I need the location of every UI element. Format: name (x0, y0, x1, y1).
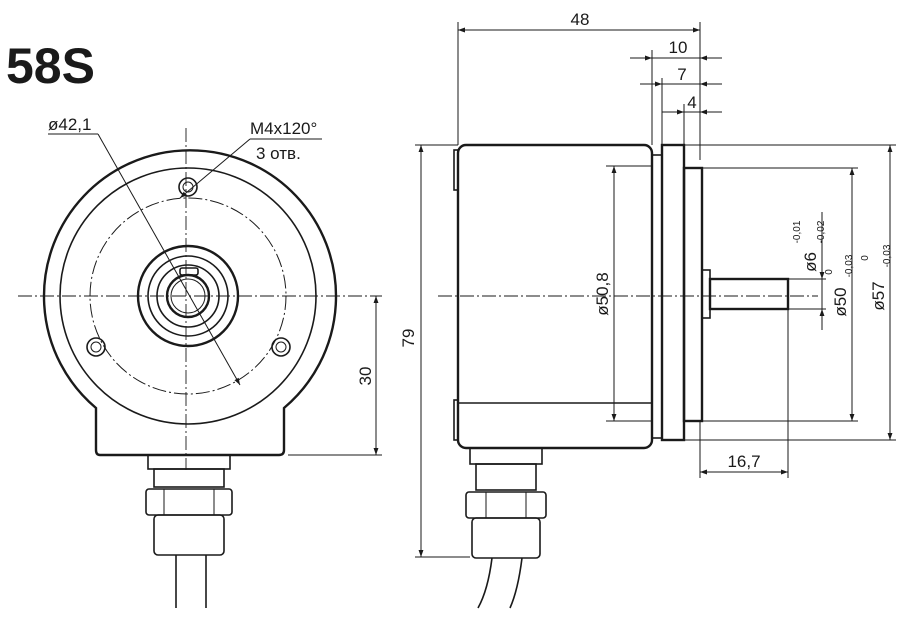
thread-label: M4x120° (250, 119, 317, 138)
shaft-length-label: 16,7 (727, 452, 760, 471)
mounting-hole-right (271, 337, 291, 357)
overall-length-label: 48 (571, 10, 590, 29)
spigot-depth-label: 4 (687, 93, 696, 112)
centering-spigot (682, 166, 704, 423)
flange-tol-lower: -0,03 (882, 244, 893, 267)
shaft-tol-lower: -0,02 (816, 220, 827, 243)
flange-step (651, 154, 663, 439)
body-clip-top (453, 149, 459, 191)
shaft-chamfer (170, 278, 206, 314)
cable-gland-front (145, 454, 233, 608)
body-clip-bottom (453, 399, 459, 441)
mounting-flange (660, 143, 686, 442)
mounting-hole-top (178, 177, 198, 197)
bolt-circle-label: ø42,1 (48, 115, 91, 134)
bolt-circle (89, 197, 287, 395)
spigot-tol-lower: -0,03 (844, 254, 855, 277)
total-height-label: 79 (399, 329, 418, 348)
shaft-tol-upper: -0,01 (792, 220, 803, 243)
thread-leader (179, 138, 251, 199)
hub-outer (136, 244, 240, 348)
shaft (708, 277, 790, 311)
flange-diameter-label: ø57 (869, 281, 888, 310)
cable-gland-side (465, 447, 547, 609)
hub-ring (147, 255, 229, 337)
model-title: 58S (6, 38, 95, 94)
hub-inner (156, 264, 220, 328)
front-view: ø42,1 M4x120° 3 отв. 30 (18, 115, 382, 608)
holes-label: 3 отв. (256, 144, 301, 163)
bolt-circle-dim-line (97, 133, 241, 386)
spigot-diameter-label: ø50 (831, 287, 850, 316)
flange-circle (59, 167, 317, 425)
side-view: 48 10 7 4 79 ø50,8 ø6 (399, 10, 896, 609)
shaft-diameter-label: ø6 (801, 252, 820, 272)
front-offset-label: 30 (356, 367, 375, 386)
body-diameter-label: ø50,8 (593, 272, 612, 315)
shaft-flat (179, 267, 199, 276)
spigot-tol-upper: 0 (824, 269, 835, 275)
flange-offset-label: 10 (669, 38, 688, 57)
housing-outline (42, 149, 338, 457)
flange-tol-upper: 0 (860, 255, 871, 261)
shaft-collar (701, 269, 711, 319)
mounting-hole-left (86, 337, 106, 357)
flange-thickness-label: 7 (677, 65, 686, 84)
